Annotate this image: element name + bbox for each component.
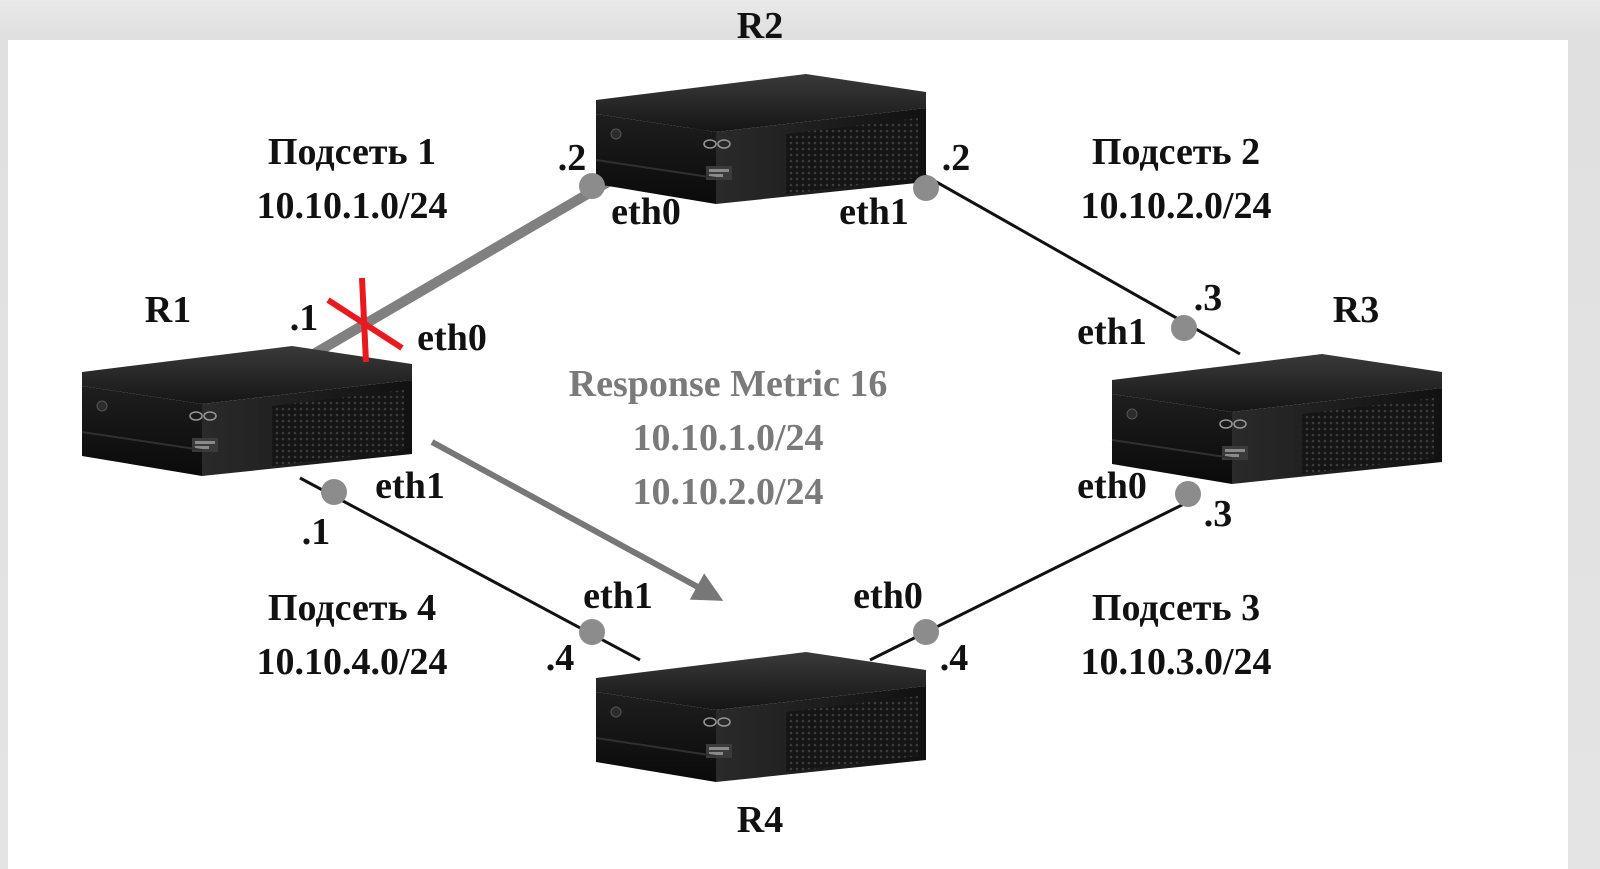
r3-eth1-octet: .3 — [1194, 277, 1223, 319]
r4-eth1-octet: .4 — [546, 637, 575, 679]
response-title: Response Metric 16 — [569, 363, 888, 405]
r2-eth1-octet: .2 — [942, 137, 971, 179]
subnet-4-cidr: 10.10.4.0/24 — [256, 641, 447, 683]
port-dot-icon — [579, 173, 605, 199]
router-r1[interactable] — [81, 345, 413, 477]
router-r3[interactable] — [1111, 353, 1443, 485]
subnet-1-cidr: 10.10.1.0/24 — [256, 185, 447, 227]
port-dot-icon — [913, 175, 939, 201]
subnet-1-name: Подсеть 1 — [268, 131, 436, 173]
r2-eth1-name: eth1 — [839, 191, 909, 233]
r4-eth1-name: eth1 — [583, 575, 653, 617]
r3-eth1-name: eth1 — [1077, 311, 1147, 353]
router-r3-label: R3 — [1333, 289, 1379, 331]
router-r4-label: R4 — [737, 799, 783, 841]
subnet-2-cidr: 10.10.2.0/24 — [1080, 185, 1271, 227]
router-r2-label: R2 — [737, 5, 783, 47]
update-arrow — [430, 439, 724, 601]
port-dot-icon — [1171, 315, 1197, 341]
port-dot-icon — [1175, 481, 1201, 507]
r1-eth1-octet: .1 — [302, 511, 331, 553]
r2-eth0-name: eth0 — [611, 191, 681, 233]
router-r2[interactable] — [595, 73, 927, 205]
subnet-3-cidr: 10.10.3.0/24 — [1080, 641, 1271, 683]
r4-eth0-octet: .4 — [940, 637, 969, 679]
r3-eth0-octet: .3 — [1204, 493, 1233, 535]
r2-eth0-octet: .2 — [558, 137, 587, 179]
r4-eth0-name: eth0 — [853, 575, 923, 617]
r1-eth1-name: eth1 — [375, 465, 445, 507]
response-route-2: 10.10.2.0/24 — [632, 471, 823, 513]
port-dot-icon — [579, 619, 605, 645]
router-box-icon — [1111, 353, 1443, 485]
router-box-icon — [81, 345, 413, 477]
subnet-3-name: Подсеть 3 — [1092, 587, 1260, 629]
router-r4[interactable] — [595, 651, 927, 783]
router-r1-label: R1 — [145, 289, 191, 331]
subnet-4-name: Подсеть 4 — [268, 587, 436, 629]
response-route-1: 10.10.1.0/24 — [632, 417, 823, 459]
red-x-failure-icon — [326, 277, 404, 363]
port-dot-icon — [913, 619, 939, 645]
router-box-icon — [595, 73, 927, 205]
r3-eth0-name: eth0 — [1077, 465, 1147, 507]
router-box-icon — [595, 651, 927, 783]
r1-eth0-name: eth0 — [417, 317, 487, 359]
subnet-2-name: Подсеть 2 — [1092, 131, 1260, 173]
port-dot-icon — [321, 479, 347, 505]
r1-eth0-octet: .1 — [290, 297, 319, 339]
